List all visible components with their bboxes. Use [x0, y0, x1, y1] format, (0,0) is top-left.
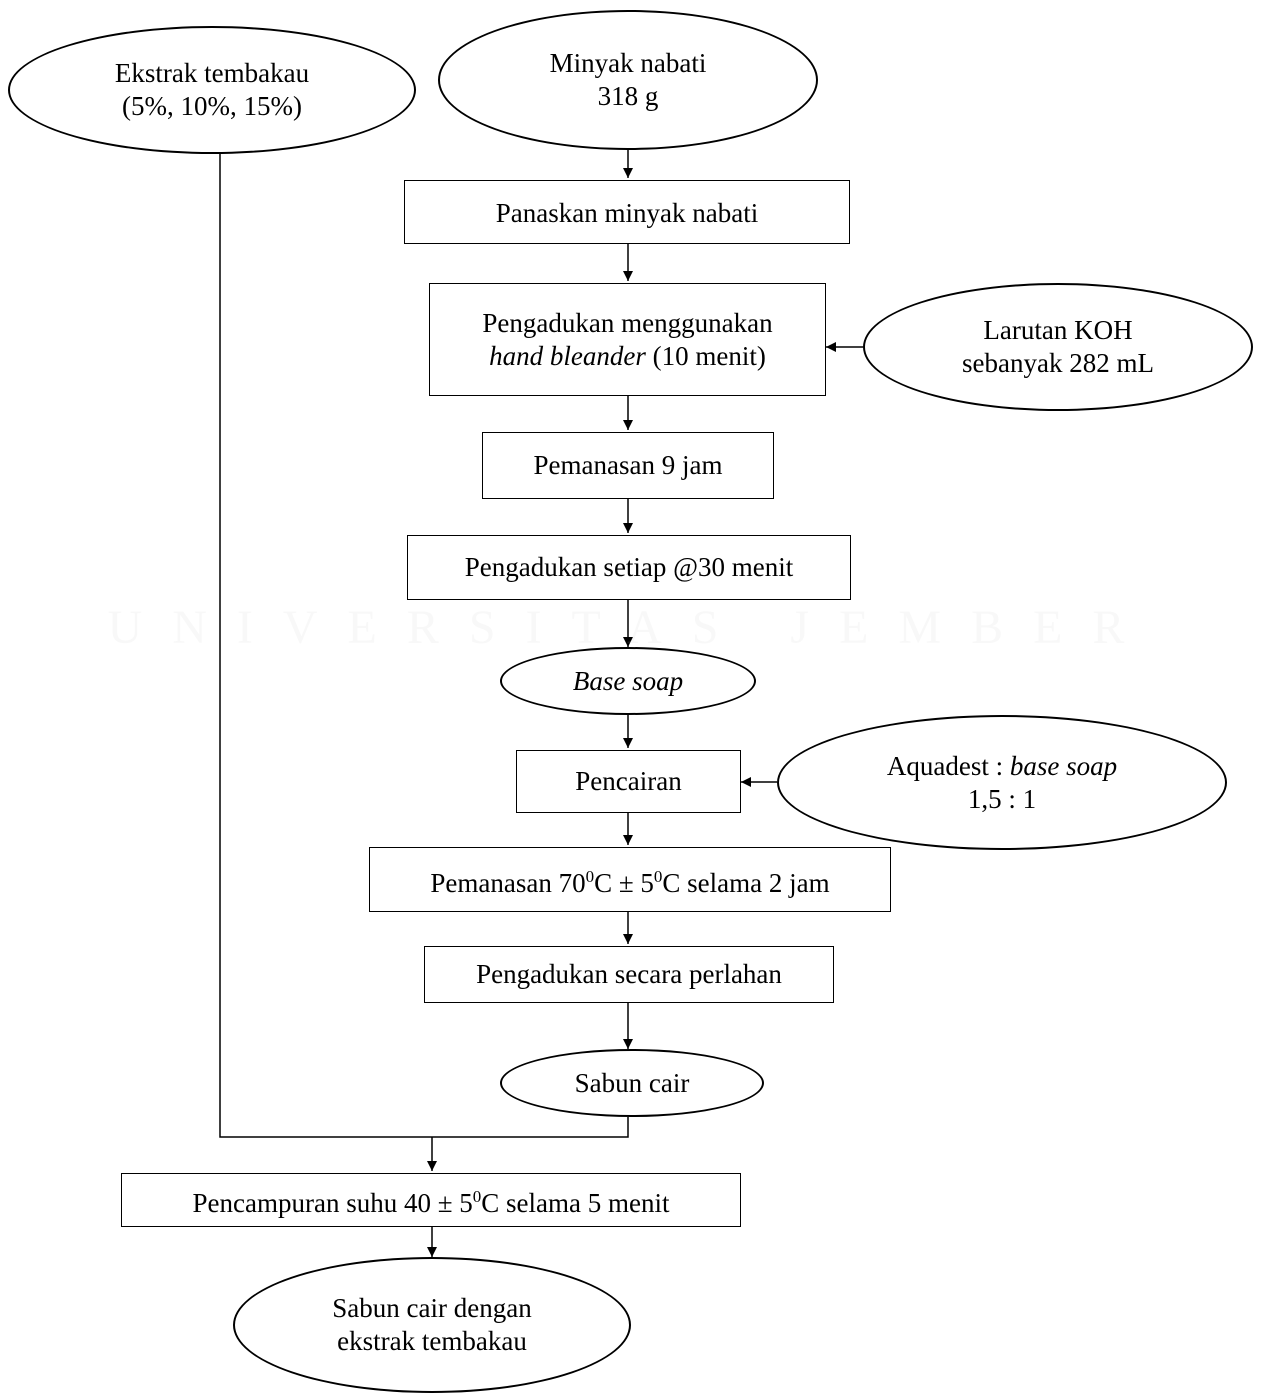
pengadukan-line1: Pengadukan menggunakan [482, 307, 773, 338]
pencairan-label: Pencairan [575, 766, 682, 796]
pemanasan70-p3: C selama 2 jam [662, 867, 830, 898]
minyak-line1: Minyak nabati [549, 48, 707, 78]
node-base-soap: Base soap [500, 647, 756, 715]
pencampuran-label: Pencampuran suhu 40 ± 50C selama 5 menit [193, 1180, 670, 1220]
pengadukan-line2-rest: (10 menit) [645, 340, 766, 371]
aquadest-line1-a: Aquadest : [886, 750, 1010, 781]
node-pengadukan-hand-bleander: Pengadukan menggunakan hand bleander (10… [429, 283, 826, 396]
minyak-line2: 318 g [597, 81, 659, 111]
node-ekstrak-tembakau: Ekstrak tembakau (5%, 10%, 15%) [8, 26, 416, 154]
node-pemanasan-9-jam: Pemanasan 9 jam [482, 432, 774, 499]
base-soap-label: Base soap [572, 665, 684, 696]
node-pengadukan-30-menit: Pengadukan setiap @30 menit [407, 535, 851, 600]
ekstrak-line1: Ekstrak tembakau [114, 58, 310, 88]
pemanasan70-p1: Pemanasan 70 [430, 867, 586, 898]
node-sabun-cair-ekstrak: Sabun cair dengan ekstrak tembakau [233, 1257, 631, 1393]
line-sabuncair-join [432, 1117, 629, 1138]
pemanasan70-sup1: 0 [585, 866, 595, 886]
final-line2: ekstrak tembakau [337, 1326, 527, 1356]
koh-line2: sebanyak 282 mL [962, 348, 1154, 378]
pemanasan70-label: Pemanasan 700C ± 50C selama 2 jam [430, 860, 829, 900]
aquadest-line2: 1,5 : 1 [967, 783, 1037, 814]
pengadukan-line2-italic: hand bleander [489, 340, 646, 371]
aquadest-line1-italic: base soap [1009, 750, 1118, 781]
pencampuran-sup1: 0 [472, 1187, 482, 1206]
node-pencairan: Pencairan [516, 750, 741, 813]
panaskan-label: Panaskan minyak nabati [495, 198, 759, 228]
line-ekstrak-join [219, 138, 432, 1138]
node-pengadukan-perlahan: Pengadukan secara perlahan [424, 946, 834, 1003]
ekstrak-line2: (5%, 10%, 15%) [122, 91, 302, 121]
pencampuran-p1: Pencampuran suhu 40 ± 5 [192, 1188, 473, 1218]
node-larutan-koh: Larutan KOH sebanyak 282 mL [863, 283, 1253, 411]
node-minyak-nabati: Minyak nabati 318 g [438, 10, 818, 150]
node-pencampuran: Pencampuran suhu 40 ± 50C selama 5 menit [121, 1173, 741, 1227]
aquadest-line1: Aquadest : base soap [887, 750, 1117, 783]
node-aquadest: Aquadest : base soap 1,5 : 1 [777, 715, 1227, 850]
koh-line1: Larutan KOH [983, 315, 1133, 345]
pemanasan70-sup2: 0 [653, 866, 663, 886]
sabun-cair-label: Sabun cair [574, 1067, 690, 1098]
pengadukan30-label: Pengadukan setiap @30 menit [464, 552, 794, 582]
pemanasan70-p2: C ± 5 [594, 867, 654, 898]
node-sabun-cair: Sabun cair [500, 1049, 764, 1117]
pengadukan-line2: hand bleander (10 menit) [489, 340, 766, 373]
node-panaskan-minyak: Panaskan minyak nabati [404, 180, 850, 244]
node-pemanasan-70: Pemanasan 700C ± 50C selama 2 jam [369, 847, 891, 912]
perlahan-label: Pengadukan secara perlahan [476, 959, 782, 989]
pemanasan9-label: Pemanasan 9 jam [533, 450, 723, 480]
final-line1: Sabun cair dengan [332, 1293, 532, 1323]
pencampuran-p2: C selama 5 menit [481, 1188, 670, 1218]
